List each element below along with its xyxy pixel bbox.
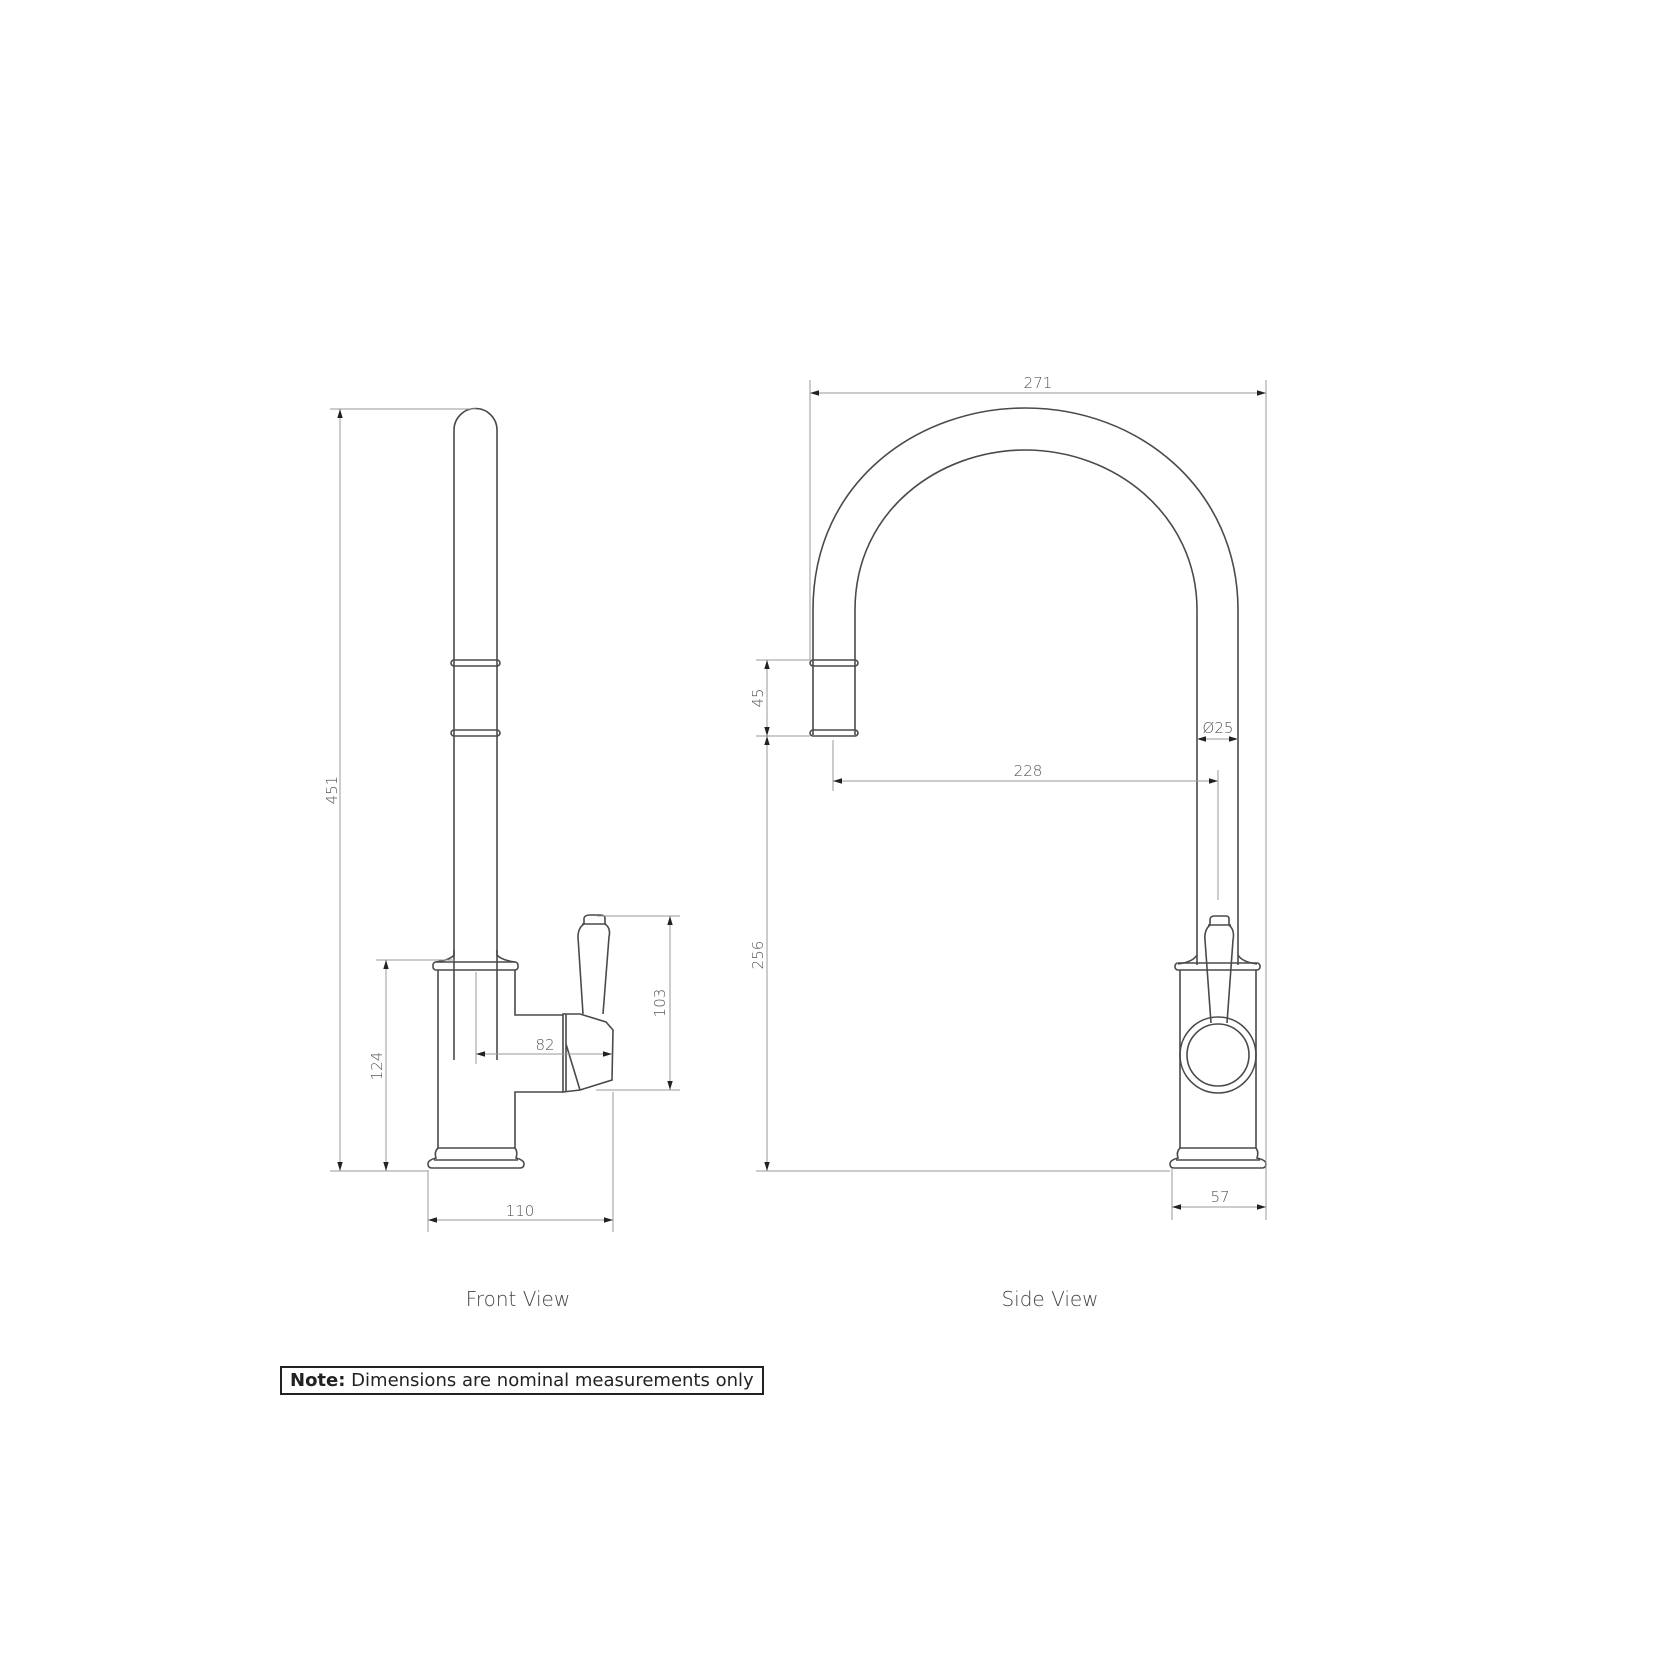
front-spout-band-lower bbox=[450, 729, 501, 737]
side-gooseneck-inner bbox=[854, 449, 1198, 965]
side-base bbox=[1169, 1147, 1267, 1169]
dim-outlet-height: 256 bbox=[749, 941, 767, 970]
dim-overall-reach-width: 271 bbox=[1024, 374, 1053, 392]
dim-spout-reach: 228 bbox=[1014, 762, 1043, 780]
side-gooseneck-outer bbox=[812, 407, 1239, 965]
front-spout-band-upper bbox=[450, 659, 501, 667]
dim-body-height: 124 bbox=[368, 1052, 386, 1081]
side-view-drawing: 271 45 Ø25 228 256 57 bbox=[749, 374, 1267, 1220]
dim-overall-height: 451 bbox=[323, 776, 341, 805]
side-lever-handle bbox=[1204, 915, 1235, 1024]
dim-handle-height: 103 bbox=[651, 989, 669, 1018]
note-box: Note: Dimensions are nominal measurement… bbox=[280, 1366, 764, 1395]
front-view-label: Front View bbox=[465, 1287, 571, 1311]
note-label: Note: bbox=[290, 1370, 346, 1391]
side-view-label: Side View bbox=[1001, 1287, 1099, 1311]
side-hub-outer bbox=[1179, 1016, 1257, 1094]
dim-handle-projection: 82 bbox=[535, 1036, 554, 1054]
dim-front-base-width: 110 bbox=[506, 1202, 535, 1220]
note-text: Dimensions are nominal measurements only bbox=[345, 1370, 754, 1391]
dim-nozzle-length: 45 bbox=[749, 688, 767, 707]
side-nozzle-band-lower bbox=[809, 729, 859, 737]
side-body bbox=[1179, 970, 1257, 1148]
front-lever-handle bbox=[577, 914, 611, 1015]
side-hub-inner bbox=[1186, 1023, 1250, 1087]
side-top-flange bbox=[1174, 962, 1261, 971]
front-body bbox=[437, 970, 563, 1148]
side-nozzle-band-upper bbox=[809, 659, 859, 667]
dim-side-base-width: 57 bbox=[1210, 1188, 1229, 1206]
dim-spout-diameter: Ø25 bbox=[1203, 719, 1234, 737]
front-base bbox=[427, 1147, 525, 1169]
front-view-drawing: 451 124 103 82 110 bbox=[323, 407, 680, 1232]
front-top-flange bbox=[432, 961, 519, 971]
front-handle-hub bbox=[562, 1013, 614, 1093]
